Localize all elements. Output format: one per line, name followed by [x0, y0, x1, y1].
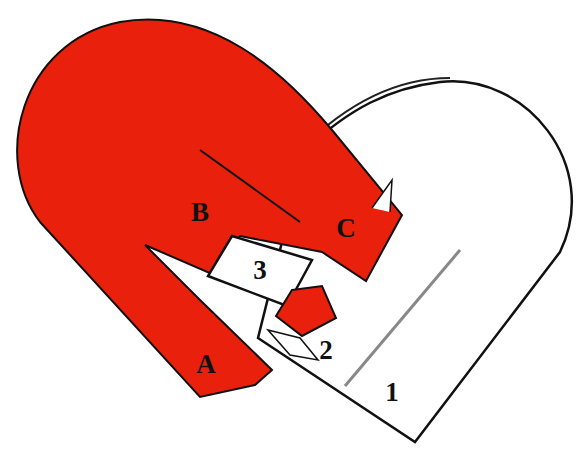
red-lobe [17, 20, 402, 397]
white-strip-end [268, 330, 318, 360]
part-number: 2 [319, 337, 333, 364]
part-number: 1 [385, 379, 399, 406]
strip-edge [372, 180, 392, 212]
strip-slit [200, 150, 300, 222]
part-letter: C [336, 215, 356, 242]
red-patch [276, 286, 336, 336]
part-letter: B [191, 199, 209, 226]
part-number: 3 [253, 257, 267, 284]
part-letter: A [196, 351, 216, 378]
